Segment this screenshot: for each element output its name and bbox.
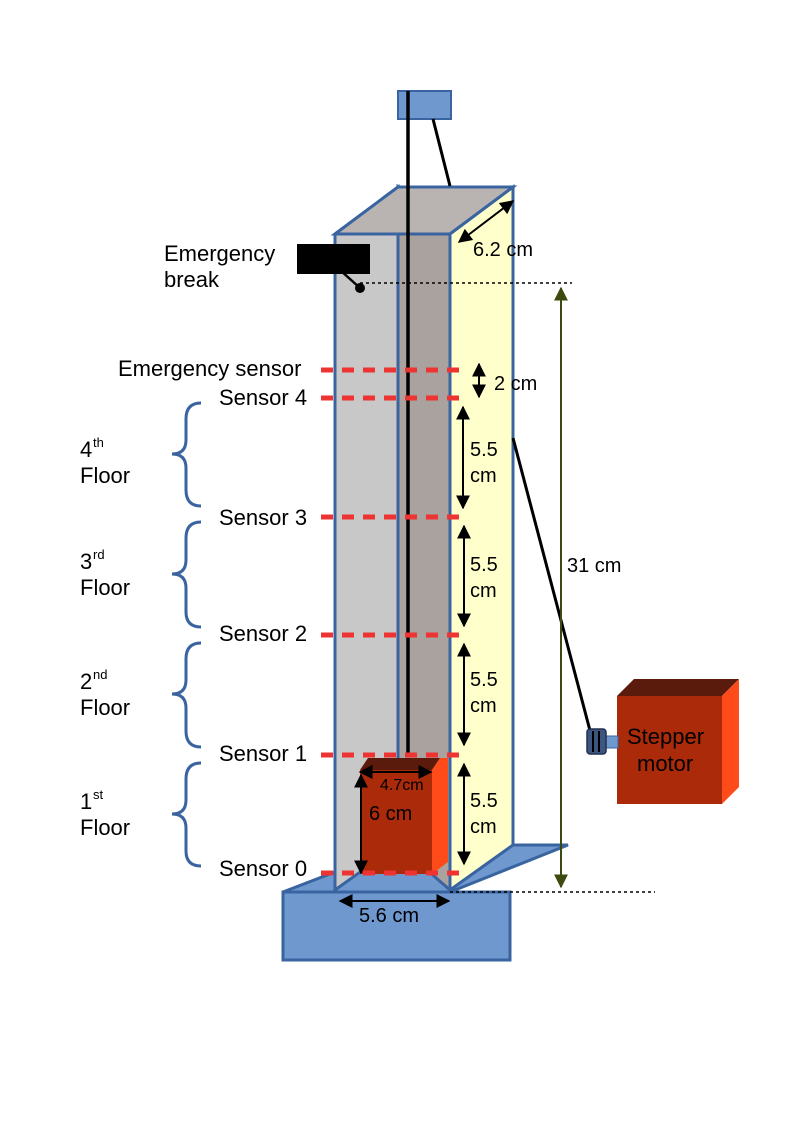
cabin-height-label: 6 cm bbox=[369, 803, 412, 825]
stepper-motor bbox=[586, 679, 739, 804]
emergency-break-block bbox=[297, 244, 370, 274]
floor-gap-label-3: 5.5 bbox=[470, 554, 498, 576]
sensor-2-label: Sensor 2 bbox=[219, 621, 307, 646]
stepper-motor-label: Stepper bbox=[627, 724, 704, 749]
emergency-gap-label: 2 cm bbox=[494, 373, 537, 395]
shaft-right-panel bbox=[448, 184, 515, 893]
emergency-sensor-label: Emergency sensor bbox=[118, 356, 301, 381]
floor-2-suffix: nd bbox=[93, 667, 107, 682]
floor-gap-label-4: 5.5 bbox=[470, 439, 498, 461]
cabin-front bbox=[360, 770, 432, 874]
floor-3-brace bbox=[171, 520, 202, 629]
emergency-break bbox=[297, 244, 370, 293]
floor-1-suffix: st bbox=[93, 787, 104, 802]
shaft-width-label: 5.6 cm bbox=[359, 905, 419, 927]
sensor-3-label: Sensor 3 bbox=[219, 505, 307, 530]
floor-4-suffix: th bbox=[93, 435, 104, 450]
motor-side bbox=[722, 679, 739, 804]
floor-4-brace bbox=[171, 401, 202, 508]
floor-4-word: Floor bbox=[80, 463, 130, 488]
floor-gap-label-2: 5.5 bbox=[470, 669, 498, 691]
pulley bbox=[397, 90, 452, 120]
floor-gap-unit-2: cm bbox=[470, 695, 497, 717]
floor-gap-unit-4: cm bbox=[470, 465, 497, 487]
cabin-side bbox=[432, 758, 448, 874]
motor-cable-lower bbox=[511, 437, 595, 743]
cabin-width-label: 4.7cm bbox=[380, 777, 424, 794]
sensor-lines-low bbox=[321, 752, 466, 876]
floor-3-suffix: rd bbox=[93, 547, 105, 562]
sensor-lines bbox=[321, 367, 466, 638]
motor-cable-upper bbox=[431, 118, 452, 187]
motor-top bbox=[617, 679, 739, 696]
emergency-break-label: Emergency bbox=[164, 241, 275, 266]
sensor-0-label: Sensor 0 bbox=[219, 856, 307, 881]
emergency-break-label: break bbox=[164, 267, 220, 292]
floor-gap-label-1: 5.5 bbox=[470, 790, 498, 812]
stepper-motor-label: motor bbox=[637, 751, 693, 776]
floor-gap-unit-3: cm bbox=[470, 580, 497, 602]
emergency-break-pivot bbox=[355, 283, 365, 293]
floor-braces bbox=[171, 401, 202, 868]
floor-2-number: 2 bbox=[80, 669, 92, 694]
floor-2-brace bbox=[171, 641, 202, 749]
floor-2-word: Floor bbox=[80, 695, 130, 720]
depth-arrow bbox=[457, 200, 515, 243]
cabin-top bbox=[360, 758, 440, 770]
floor-gap-unit-1: cm bbox=[470, 816, 497, 838]
motor-front bbox=[617, 696, 722, 804]
motor-spool bbox=[586, 728, 607, 755]
floor-1-number: 1 bbox=[80, 789, 92, 814]
floor-4-number: 4 bbox=[80, 437, 92, 462]
floor-3-number: 3 bbox=[80, 549, 92, 574]
floor-1-word: Floor bbox=[80, 815, 130, 840]
floor-3-word: Floor bbox=[80, 575, 130, 600]
floor-1-brace bbox=[171, 761, 202, 868]
sensor-1-label: Sensor 1 bbox=[219, 741, 307, 766]
depth-label: 6.2 cm bbox=[473, 239, 533, 261]
total-height-label: 31 cm bbox=[567, 555, 621, 577]
sensor-4-label: Sensor 4 bbox=[219, 385, 307, 410]
